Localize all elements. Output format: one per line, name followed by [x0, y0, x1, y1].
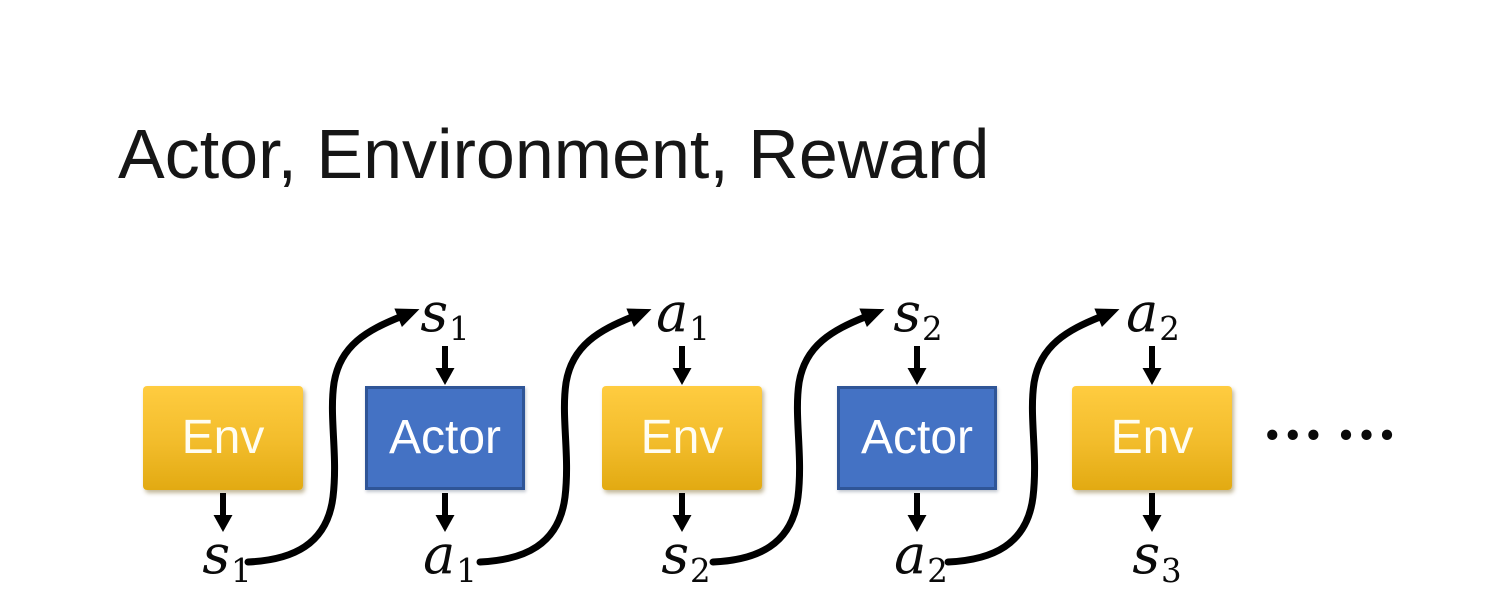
top-label-s2-sub: 2 [922, 310, 943, 349]
env-box-3-label: Env [1110, 411, 1194, 464]
actor-box-1-label: Actor [388, 411, 502, 464]
actor-box-1: Actor [365, 386, 525, 490]
bottom-label-s2-sub: 2 [690, 552, 711, 591]
top-label-s2-base: s [893, 281, 922, 344]
top-label-a2: a2 [1126, 286, 1180, 346]
bottom-label-s2-base: s [661, 523, 690, 586]
bottom-label-s1-base: s [202, 523, 231, 586]
slide-title: Actor, Environment, Reward [118, 115, 990, 193]
top-label-a1-base: a [656, 281, 689, 344]
env-box-1: Env [143, 386, 303, 490]
top-label-s1-sub: 1 [449, 310, 470, 349]
env-box-1-label: Env [181, 411, 265, 464]
bottom-label-s2: s2 [661, 528, 710, 588]
down-arrow-into-env2 [672, 346, 692, 385]
top-label-s1: s1 [420, 286, 469, 346]
top-label-a1: a1 [656, 286, 710, 346]
down-arrow-into-env3 [1142, 346, 1162, 385]
top-label-s1-base: s [420, 281, 449, 344]
bottom-label-s3-base: s [1132, 523, 1161, 586]
down-arrow-into-actor2 [907, 346, 927, 385]
env-box-2-label: Env [640, 411, 724, 464]
env-box-2: Env [602, 386, 762, 490]
bottom-label-a2: a2 [894, 528, 948, 588]
bottom-label-a1-sub: 1 [456, 552, 477, 591]
actor-box-2-label: Actor [860, 411, 974, 464]
top-label-a2-base: a [1126, 281, 1159, 344]
bottom-label-s3-sub: 3 [1161, 552, 1182, 591]
actor-box-2: Actor [837, 386, 997, 490]
bottom-label-a2-base: a [894, 523, 927, 586]
env-box-3: Env [1072, 386, 1232, 490]
ellipsis-dots: ••• ••• [1263, 419, 1399, 453]
down-arrow-into-actor1 [435, 346, 455, 385]
bottom-label-s1: s1 [202, 528, 251, 588]
top-label-s2: s2 [893, 286, 942, 346]
bottom-label-s1-sub: 1 [231, 552, 252, 591]
bottom-label-s3: s3 [1132, 528, 1181, 588]
bottom-label-a1: a1 [423, 528, 477, 588]
bottom-label-a2-sub: 2 [927, 552, 948, 591]
bottom-label-a1-base: a [423, 523, 456, 586]
top-label-a1-sub: 1 [689, 310, 710, 349]
top-label-a2-sub: 2 [1159, 310, 1180, 349]
